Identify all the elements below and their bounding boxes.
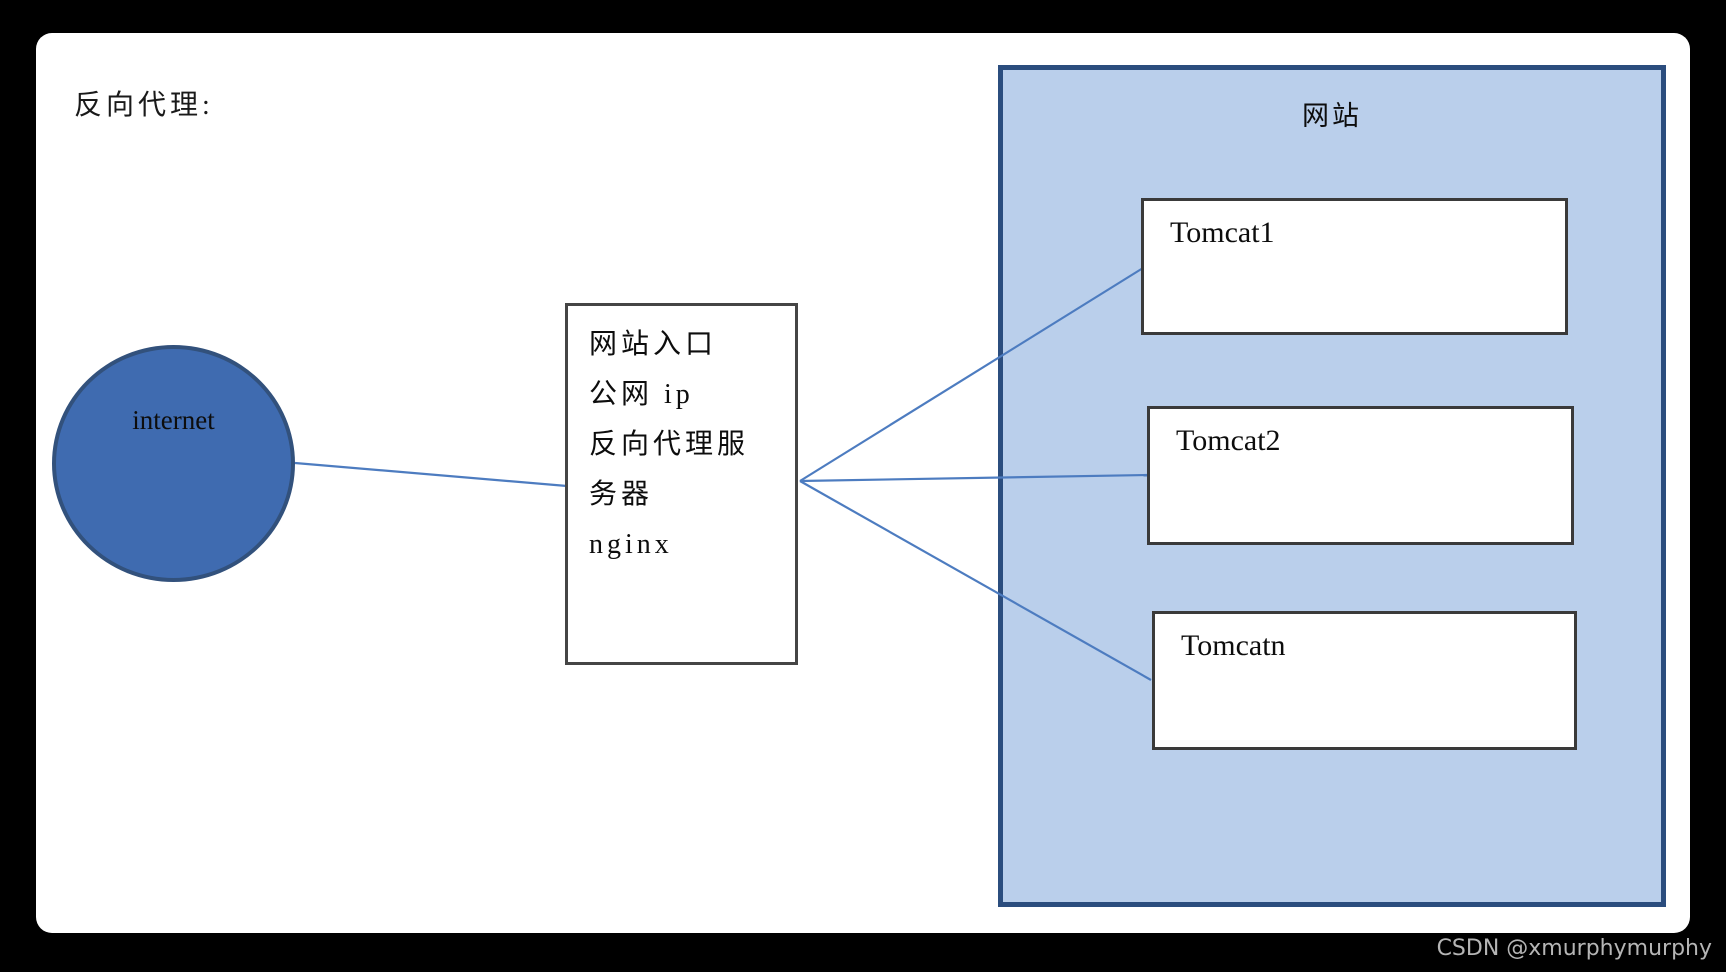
website-group-panel: 网站 Tomcat1 Tomcat2 Tomcatn [998, 65, 1666, 907]
connector-internet-to-proxy [294, 461, 568, 488]
connector-lines [294, 267, 1152, 681]
reverse-proxy-node: 网站入口 公网 ip 反向代理服 务器 nginx [565, 303, 798, 665]
tomcat1-node-label: Tomcat1 [1170, 216, 1275, 249]
proxy-node-line: 公网 ip [589, 379, 694, 410]
proxy-node-line: 网站入口 [589, 329, 718, 360]
website-group-label: 网站 [1302, 101, 1362, 131]
tomcat1-node: Tomcat1 [1141, 198, 1568, 335]
connector-proxy-to-tomcat1 [799, 267, 1144, 482]
proxy-node-line: 务器 [589, 479, 654, 510]
tomcatn-node: Tomcatn [1152, 611, 1577, 750]
proxy-node-line: 反向代理服 [589, 429, 750, 460]
connector-proxy-to-tomcat2 [799, 473, 1148, 483]
internet-node-label: internet [132, 405, 215, 435]
diagram-canvas: 反向代理: internet 网站入口 公网 ip 反向代理服 务器 nginx… [36, 33, 1690, 933]
csdn-watermark: CSDN @xmurphymurphy [1436, 936, 1712, 961]
diagram-title: 反向代理: [74, 90, 214, 121]
tomcat2-node: Tomcat2 [1147, 406, 1574, 545]
tomcat2-node-label: Tomcat2 [1176, 424, 1281, 457]
internet-node: internet [52, 345, 295, 582]
connector-proxy-to-tomcatn [799, 480, 1152, 681]
tomcatn-node-label: Tomcatn [1181, 629, 1286, 662]
proxy-node-line: nginx [589, 529, 673, 560]
